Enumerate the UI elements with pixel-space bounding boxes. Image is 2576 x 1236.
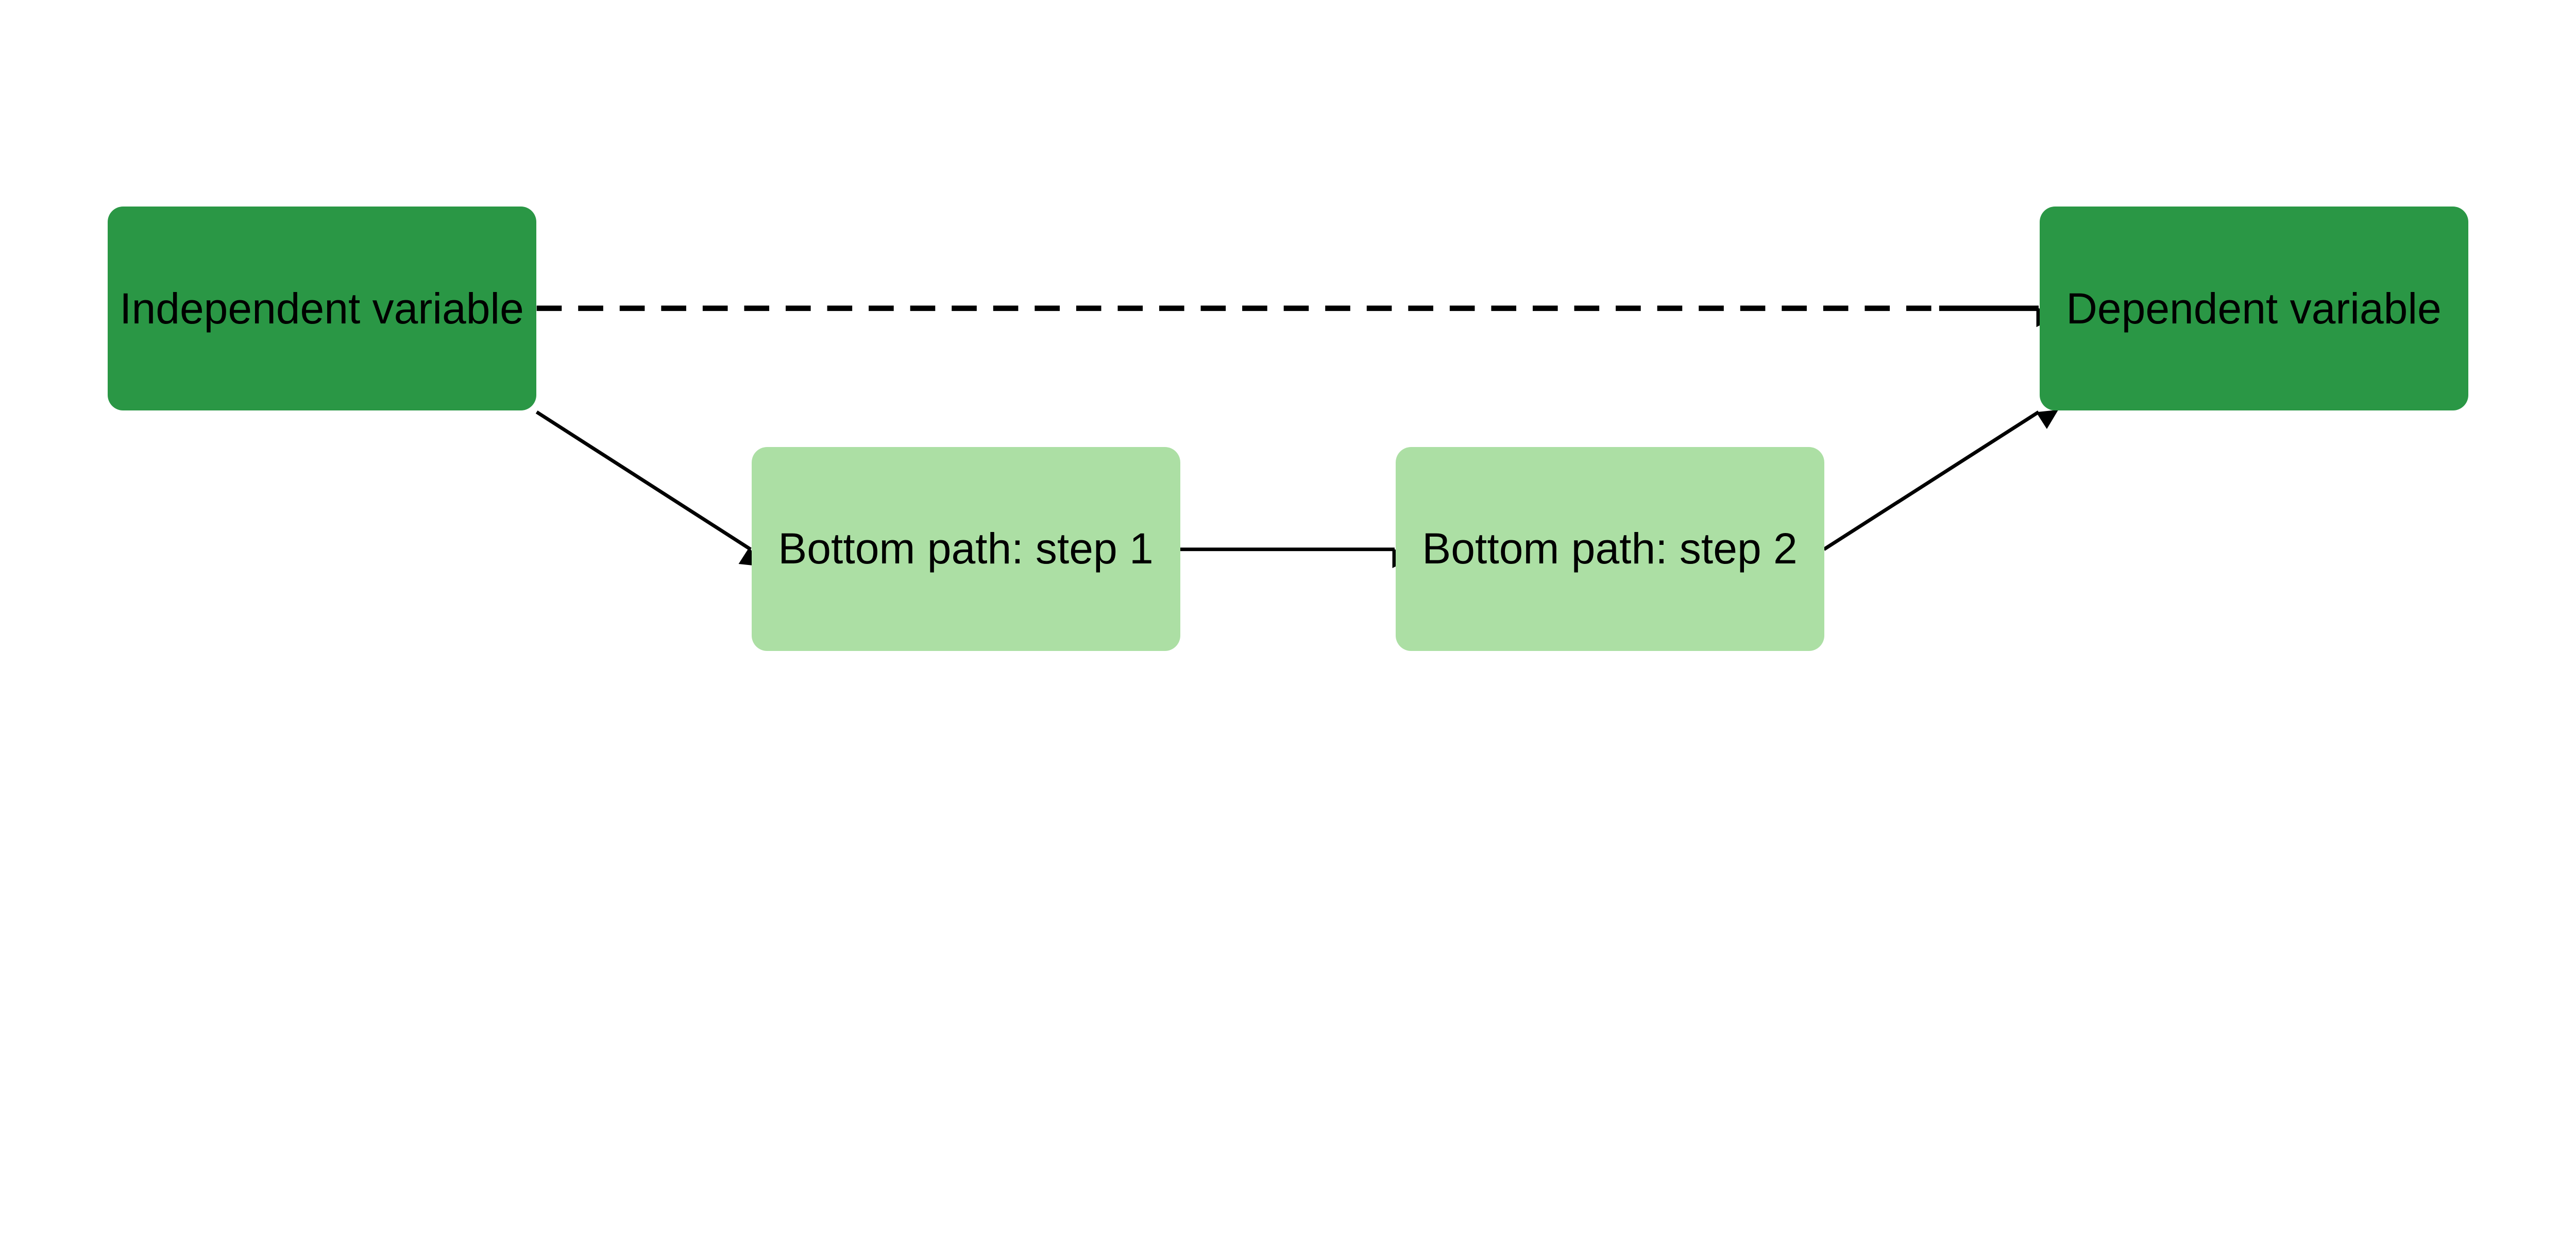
- edge-independent-to-step1: [535, 410, 761, 566]
- diagram-canvas: Independent variable Dependent variable …: [107, 207, 2468, 651]
- node-bottom-path-step-1: Bottom path: step 1: [751, 447, 1180, 651]
- node-bottom-path-step-2: Bottom path: step 2: [1395, 447, 1824, 651]
- node-dependent-variable: Dependent variable: [2039, 207, 2468, 411]
- edge-step2-to-dependent: [1823, 409, 2059, 551]
- node-independent-variable: Independent variable: [107, 207, 536, 411]
- edges-layer: [535, 305, 2059, 569]
- node-label: Bottom path: step 1: [778, 524, 1154, 573]
- node-label: Independent variable: [120, 284, 524, 333]
- node-label: Bottom path: step 2: [1422, 524, 1798, 573]
- node-label: Dependent variable: [2066, 284, 2442, 333]
